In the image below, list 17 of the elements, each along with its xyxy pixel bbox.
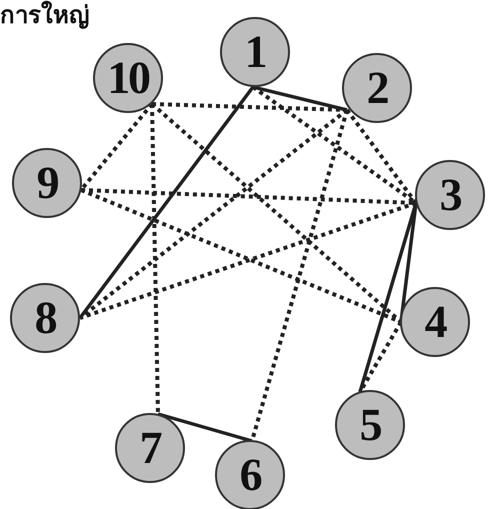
dotted-line: [152, 102, 348, 112]
node-number: 3: [440, 172, 460, 218]
node-number: 8: [34, 295, 56, 341]
node-number: 6: [240, 452, 260, 498]
node-number: 1: [244, 29, 266, 75]
node-number: 4: [424, 299, 446, 345]
connector-line: [158, 412, 252, 443]
node-number: 7: [140, 425, 160, 471]
title: การใหญ่: [0, 0, 89, 30]
node-number: 10: [107, 55, 149, 101]
dotted-line: [79, 201, 417, 320]
connector-line: [78, 86, 254, 320]
dotted-line: [150, 102, 402, 324]
node-number: 2: [366, 65, 388, 111]
dotted-line: [150, 104, 160, 414]
node-number: 9: [36, 160, 58, 206]
node-number: 5: [360, 402, 380, 448]
